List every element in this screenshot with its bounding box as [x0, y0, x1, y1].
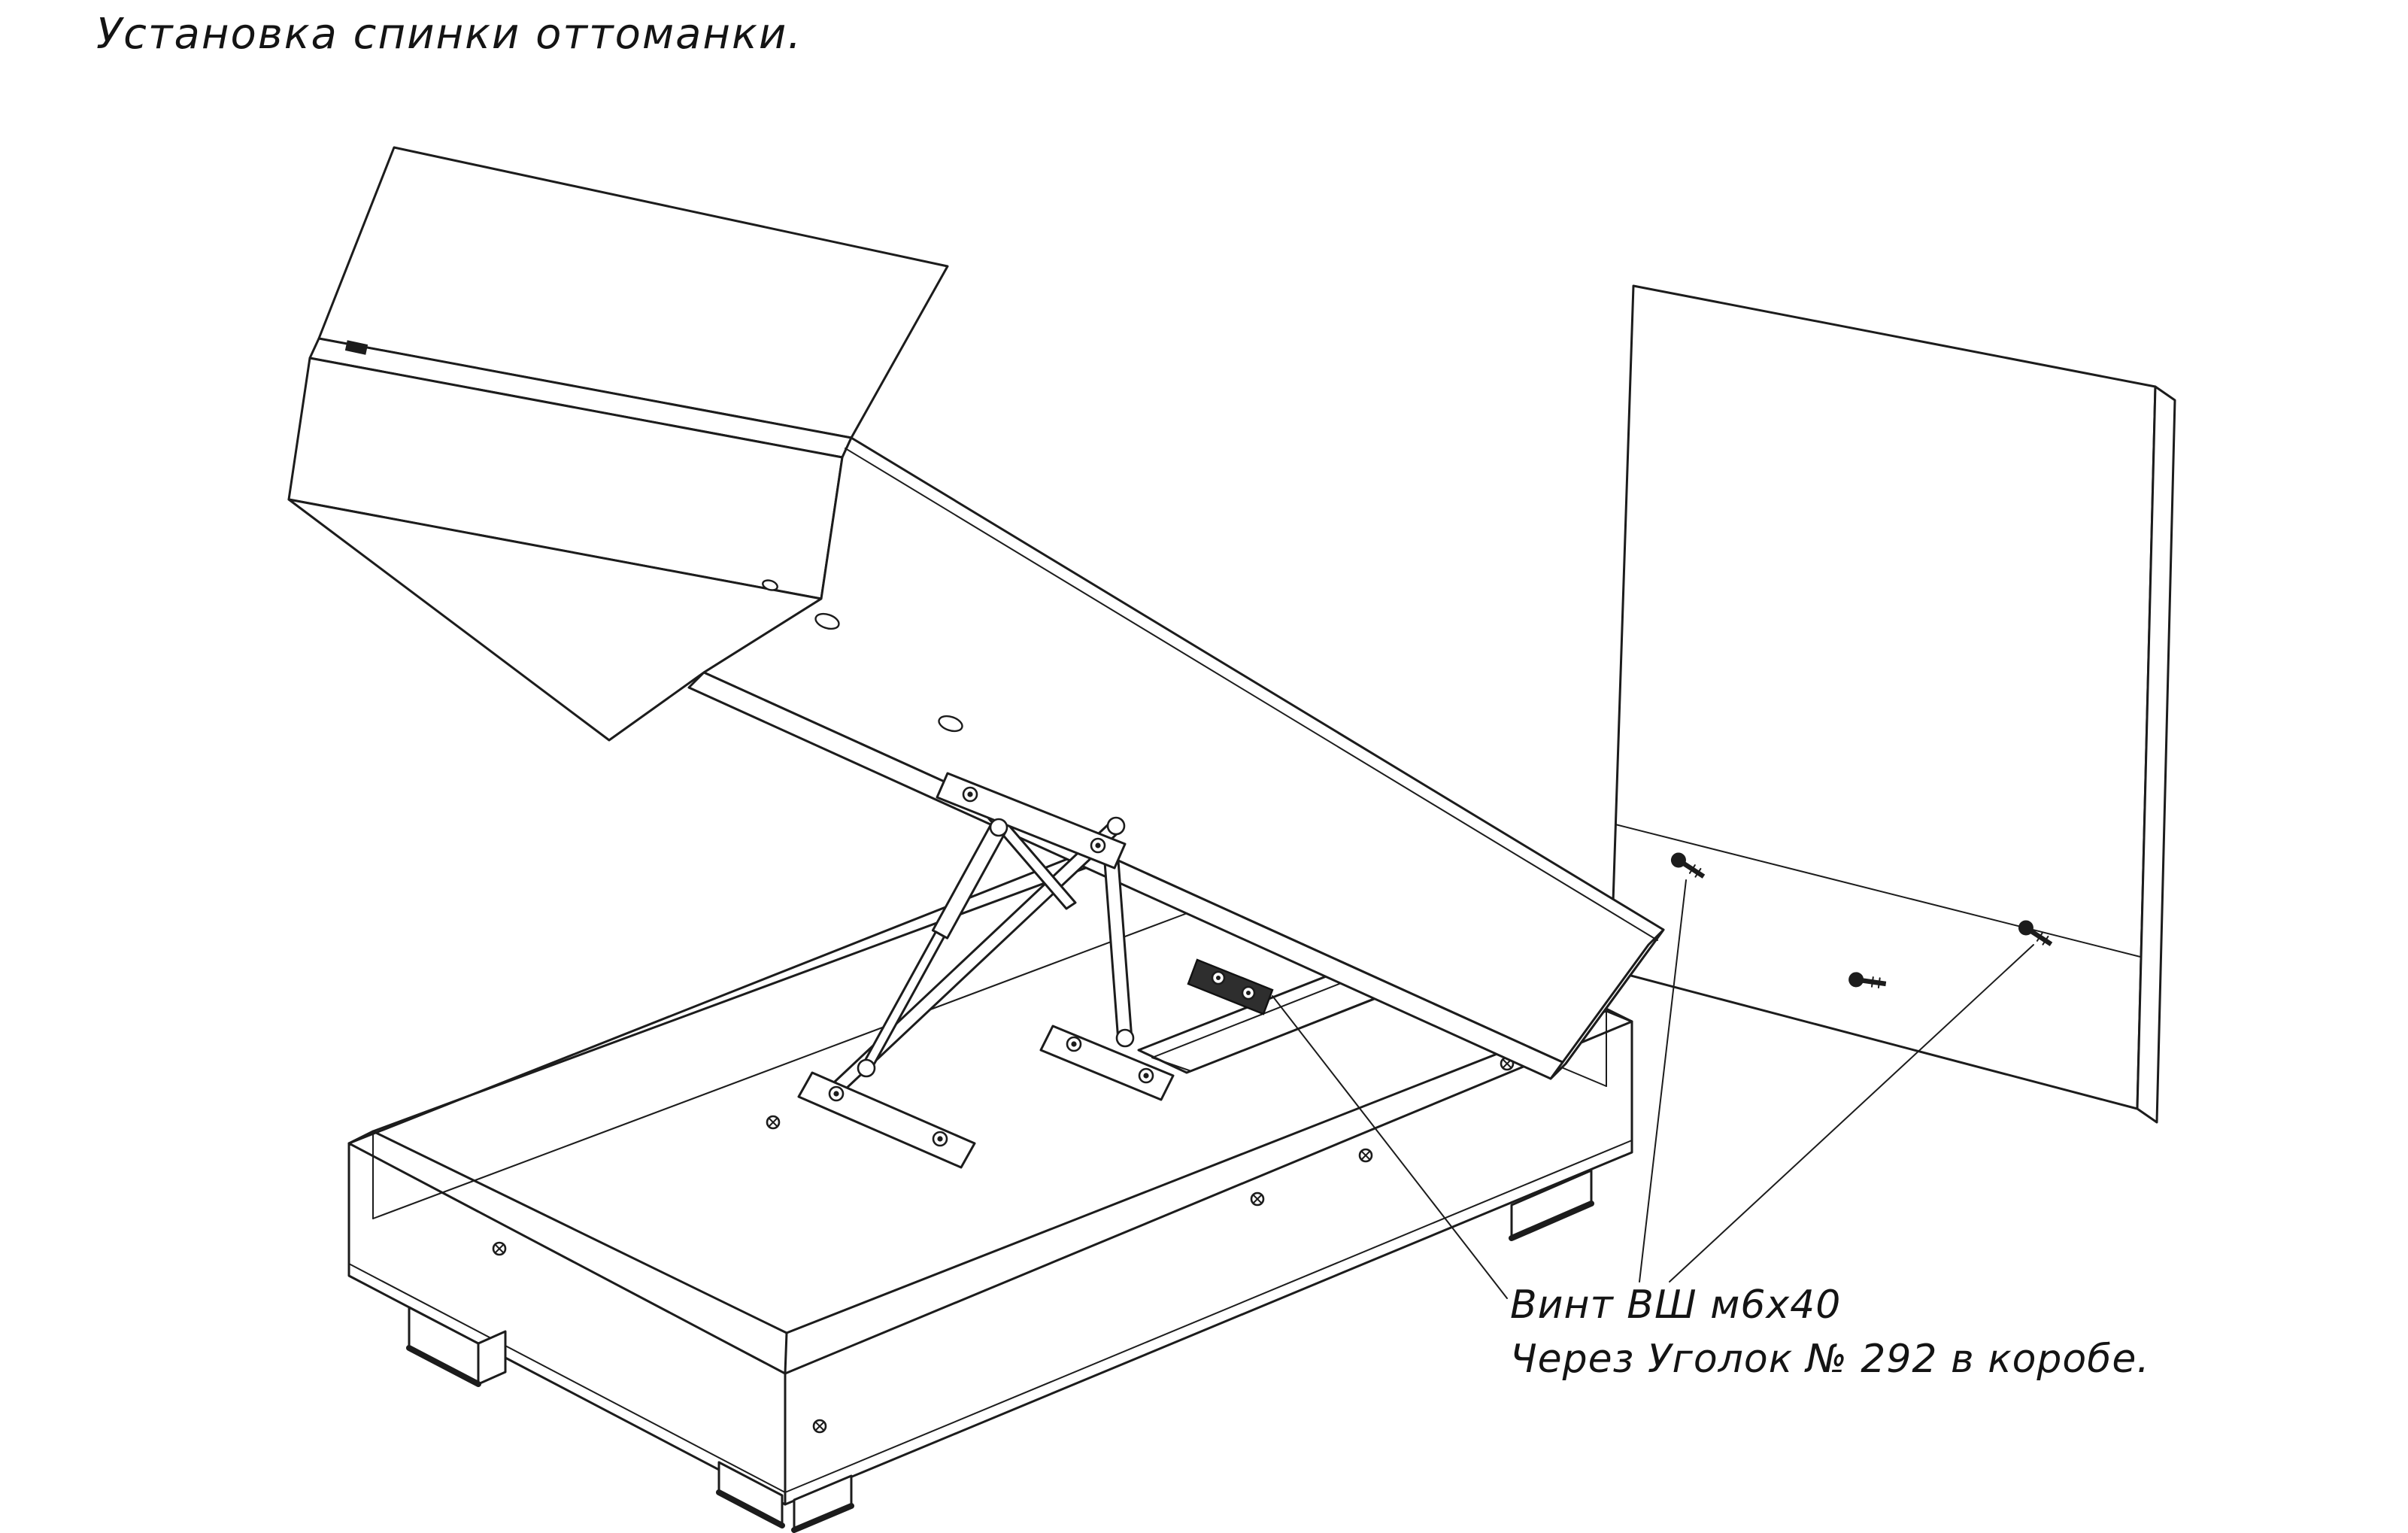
backrest-edge	[2136, 385, 2176, 1124]
vent-hole	[938, 715, 963, 733]
latch-icon	[344, 340, 368, 355]
lid-tip-band	[1549, 928, 1665, 1080]
floor-plate-front	[797, 1071, 976, 1169]
page-title: Установка спинки оттоманки.	[96, 10, 802, 59]
foot-front	[716, 1461, 854, 1533]
screw-icon	[1848, 972, 1887, 988]
screw-icon	[1670, 852, 1706, 879]
leader-line-screw-right	[1669, 944, 2034, 1283]
foot-left	[406, 1306, 507, 1387]
corner-bracket-icon	[1187, 958, 1274, 1015]
screw-icon	[2018, 920, 2053, 946]
backrest-panel	[1609, 284, 2176, 1124]
lid-bracket-plate	[936, 772, 1127, 870]
vent-hole	[762, 579, 778, 591]
callout-line-1: Винт ВШ м6х40	[1510, 1283, 1841, 1328]
box-front-right-wall	[784, 1020, 1633, 1506]
seat-lid	[287, 146, 1665, 1080]
leader-lines	[1272, 879, 2034, 1299]
leader-line-screw-left	[1639, 879, 1687, 1283]
vent-hole	[814, 612, 840, 630]
lift-mechanism	[797, 772, 1175, 1169]
mechanism-bolts	[828, 786, 1154, 1147]
leader-line-bracket	[1272, 995, 1508, 1299]
floor-plate-rear	[1039, 1025, 1175, 1101]
gas-strut-body	[931, 822, 1008, 940]
foot-right	[1509, 1169, 1594, 1241]
callout-line-2: Через Уголок № 292 в коробе.	[1510, 1337, 2150, 1382]
